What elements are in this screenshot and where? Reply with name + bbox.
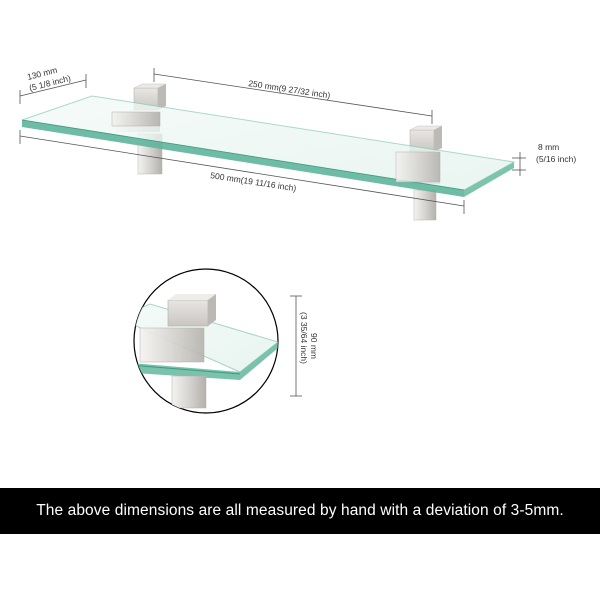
thickness-dimension: 8 mm (5/16 inch) [512, 142, 576, 176]
bracket-height-imperial-label: (3 35/64 inch) [299, 312, 309, 364]
bracket-spacing-label: 250 mm(9 27/32 inch) [248, 78, 331, 100]
bracket-height-metric-label: 90 mm [309, 333, 319, 359]
length-label: 500 mm(19 11/16 inch) [210, 170, 297, 193]
thickness-metric-label: 8 mm [538, 142, 559, 152]
footer-note-text: The above dimensions are all measured by… [36, 502, 564, 519]
footer-note-banner: The above dimensions are all measured by… [0, 488, 600, 534]
bracket-detail-view: 90 mm (3 35/64 inch) [133, 268, 319, 414]
main-shelf-illustration [21, 83, 516, 221]
thickness-imperial-label: (5/16 inch) [536, 154, 576, 164]
depth-dimension: 130 mm (5 1/8 inch) [19, 65, 87, 104]
